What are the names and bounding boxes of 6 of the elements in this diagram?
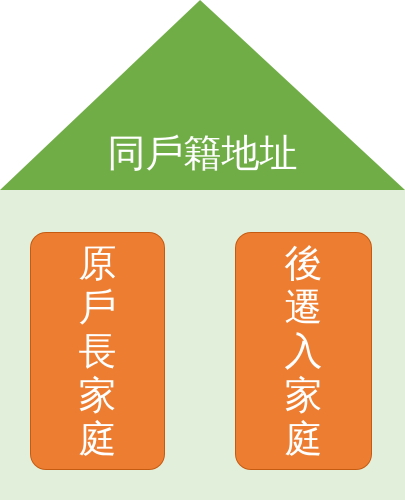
family-box bbox=[235, 232, 372, 470]
family-label: 原戶長家庭 bbox=[78, 241, 116, 461]
house-wall bbox=[0, 190, 405, 500]
family-label: 後遷入家庭 bbox=[284, 241, 322, 461]
family-box bbox=[30, 232, 165, 470]
roof-label: 同戶籍地址 bbox=[108, 131, 298, 175]
